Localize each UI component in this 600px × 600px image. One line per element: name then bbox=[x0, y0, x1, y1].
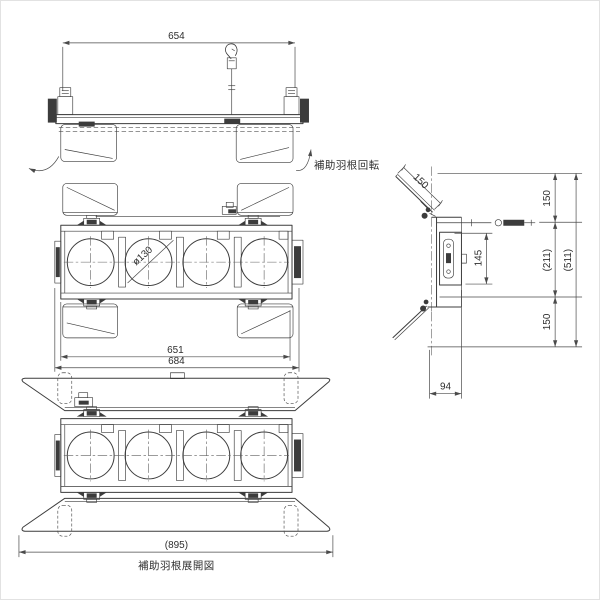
expanded-blade-bottom bbox=[21, 497, 331, 537]
fixture-body bbox=[54, 418, 304, 493]
dim-body-width-label: 651 bbox=[167, 345, 184, 356]
front-view: ø130 651 684 bbox=[54, 183, 304, 372]
hanging-clamp-left bbox=[47, 87, 74, 123]
dim-bracket-height-label: 145 bbox=[473, 249, 484, 266]
dim-top-width-label: 654 bbox=[168, 31, 185, 42]
body-profile bbox=[427, 216, 467, 308]
dim-depth-label: 94 bbox=[440, 382, 452, 393]
dim-bracket-height: 145 bbox=[454, 232, 493, 285]
top-plan-view: 654 bbox=[28, 31, 380, 173]
safety-wire-profile bbox=[436, 219, 536, 227]
latch-detail bbox=[74, 392, 94, 407]
upper-blade-right bbox=[236, 183, 294, 216]
fixture-body bbox=[54, 224, 304, 300]
hinge-mark bbox=[237, 214, 269, 226]
hanging-clamp-right bbox=[283, 87, 309, 123]
upper-blade-profile bbox=[395, 174, 435, 213]
side-view: 150 bbox=[392, 164, 583, 399]
dim-overall-width-label: 684 bbox=[168, 356, 185, 367]
dim-lens-diameter-label: ø130 bbox=[131, 244, 156, 268]
dim-top-width: 654 bbox=[62, 31, 296, 91]
expanded-view: (895) 補助羽根展開図 bbox=[18, 372, 334, 572]
folded-blade-right bbox=[235, 124, 294, 163]
upper-hinge-knuckle bbox=[420, 201, 436, 219]
hinge-mark bbox=[76, 491, 108, 503]
dim-blade-length: 150 bbox=[397, 164, 443, 210]
rotation-arrow-right bbox=[295, 149, 313, 171]
dim-upper-height-label: 150 bbox=[542, 190, 553, 207]
latch-detail bbox=[221, 202, 237, 215]
folded-blade-left bbox=[60, 124, 117, 162]
dim-expanded-width-label: (895) bbox=[165, 540, 188, 551]
dim-middle-height-label: (211) bbox=[542, 249, 553, 272]
dim-body-width: 651 bbox=[60, 301, 291, 361]
lower-blade-profile bbox=[392, 305, 429, 341]
safety-hook-icon bbox=[225, 43, 238, 115]
hinge-mark bbox=[237, 491, 269, 503]
blade-expanded-caption: 補助羽根展開図 bbox=[138, 559, 215, 572]
upper-blade-left bbox=[62, 183, 118, 216]
hinge-mark bbox=[237, 406, 269, 418]
hinge-mark bbox=[76, 406, 108, 418]
dim-lower-height-label: 150 bbox=[542, 313, 553, 330]
blade-rotation-caption: 補助羽根回転 bbox=[314, 158, 380, 171]
dim-blade-length-label: 150 bbox=[411, 172, 431, 192]
rotation-arrow-left bbox=[28, 156, 60, 173]
dim-overall-width: 684 bbox=[54, 288, 300, 372]
dim-expanded-width: (895) bbox=[18, 535, 334, 558]
dim-total-height-label: (511) bbox=[563, 249, 574, 272]
lower-blade-right bbox=[236, 303, 294, 339]
hinge-mark bbox=[76, 214, 108, 226]
right-dimension-chain: 150 (211) 150 (511) bbox=[427, 173, 583, 348]
expanded-blade-top bbox=[21, 372, 331, 412]
lower-hinge-knuckle bbox=[420, 299, 429, 312]
lower-blade-left bbox=[62, 303, 118, 339]
dim-depth: 94 bbox=[429, 290, 462, 399]
